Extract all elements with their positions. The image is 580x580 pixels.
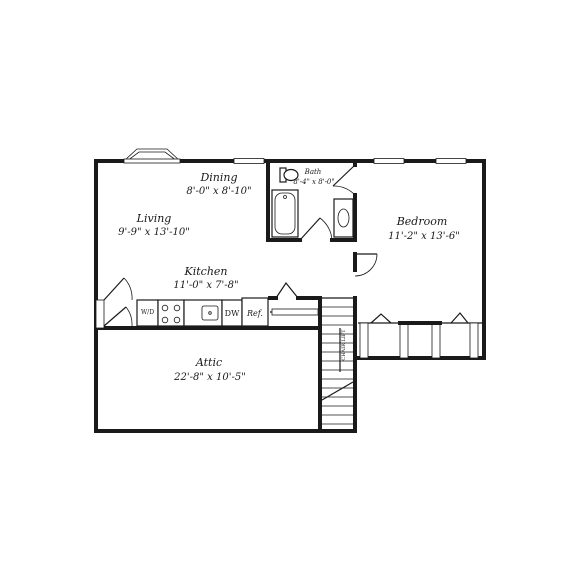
bath-label: Bath	[304, 168, 322, 176]
bedroom-wall	[353, 252, 378, 360]
toilet	[279, 167, 299, 183]
bath-walls	[266, 159, 357, 242]
living-label: Living	[136, 212, 172, 225]
vanity-sink	[333, 198, 354, 238]
entry-door	[95, 277, 133, 329]
bath-dims: 8'-4" x 8'-0"	[293, 178, 335, 186]
stairs	[318, 296, 355, 433]
bath-door	[332, 164, 356, 196]
living-dims: 9'-9" x 13'-10"	[118, 227, 190, 238]
chair-lift-label: CHAIR LIFT	[341, 329, 347, 361]
bath-lower-door	[299, 217, 333, 241]
washer-dryer-label: W/D	[141, 309, 154, 316]
bay-window	[123, 148, 181, 164]
refrigerator-label: Ref.	[247, 309, 263, 318]
bathtub	[271, 189, 299, 238]
dining-dims: 8'-0" x 8'-10"	[186, 186, 252, 197]
kitchen-label: Kitchen	[184, 265, 228, 278]
dishwasher-label: DW	[224, 309, 240, 318]
top-windows	[233, 158, 467, 164]
attic-label: Attic	[195, 356, 223, 369]
attic-dims: 22'-8" x 10'-5"	[174, 372, 246, 383]
kitchen-dims: 11'-0" x 7'-8"	[173, 280, 239, 291]
kitchen-counter	[136, 297, 269, 327]
bedroom-dims: 11'-2" x 13'-6"	[388, 231, 460, 242]
hall-closet	[268, 281, 322, 316]
dining-label: Dining	[200, 171, 238, 184]
bedroom-closets	[358, 312, 484, 359]
bedroom-label: Bedroom	[396, 215, 448, 228]
